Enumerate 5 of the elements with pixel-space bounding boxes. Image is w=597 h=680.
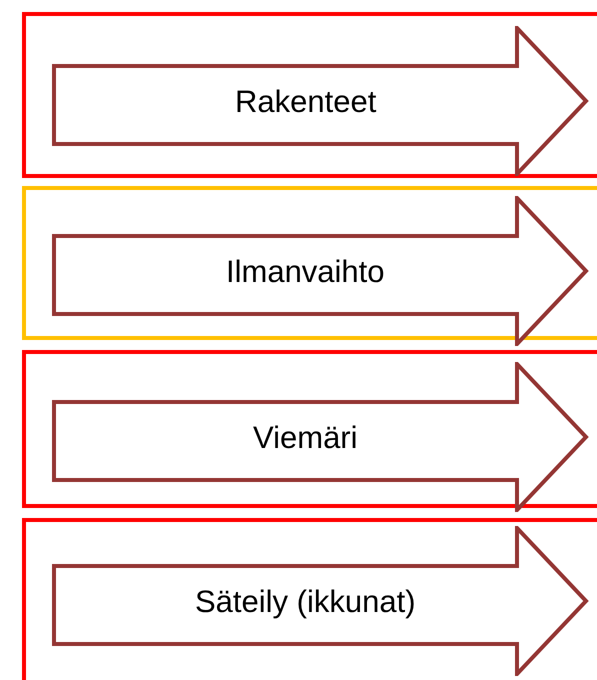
outlined-panel [22, 12, 597, 178]
arrow-label: Rakenteet [235, 86, 376, 117]
arrow-label: Viemäri [253, 422, 358, 453]
arrow-label: Säteily (ikkunat) [195, 586, 416, 617]
arrow-label: Ilmanvaihto [226, 256, 385, 287]
